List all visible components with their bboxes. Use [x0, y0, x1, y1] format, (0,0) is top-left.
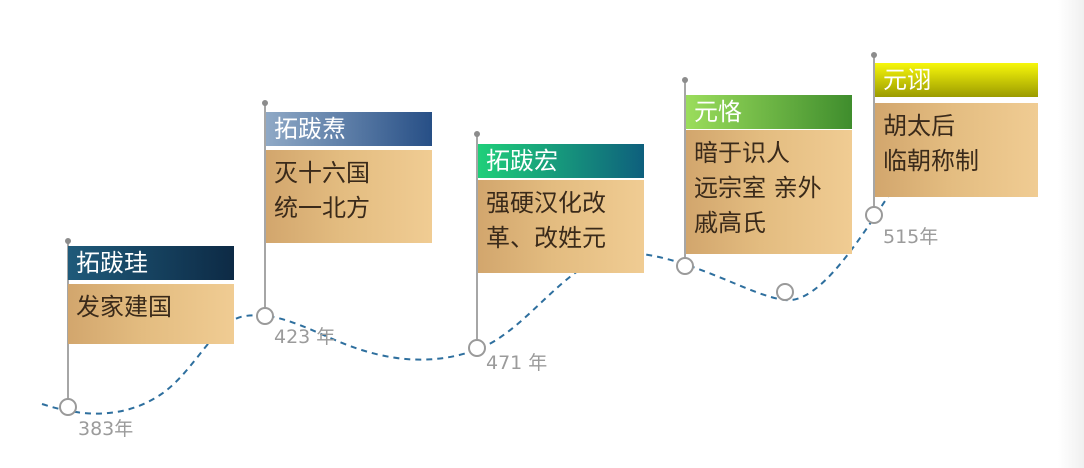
year-node — [676, 257, 694, 275]
flag-pole-tip — [262, 100, 268, 106]
flag-pole-tip — [65, 238, 71, 244]
flag-line: 暗于识人 — [694, 139, 790, 167]
flag-line: 发家建国 — [76, 293, 172, 321]
flag-title: 元诩 — [875, 63, 1038, 97]
right-edge-shade — [1058, 0, 1084, 468]
year-label: 471 年 — [486, 352, 548, 374]
flag-line: 灭十六国 — [274, 159, 370, 187]
curve-node — [776, 283, 794, 301]
flag-pole — [684, 80, 686, 266]
flag-body: 暗于识人 远宗室 亲外 戚高氏 — [686, 130, 852, 254]
flag-pole — [264, 103, 266, 316]
year-label: 423 年 — [274, 326, 336, 348]
flag-line: 革、改姓元 — [486, 224, 606, 252]
year-node — [468, 339, 486, 357]
flag-title: 元恪 — [686, 95, 852, 129]
year-node — [256, 307, 274, 325]
flag-title: 拓跋珪 — [68, 246, 234, 280]
year-node — [59, 398, 77, 416]
flag-body: 胡太后 临朝称制 — [875, 103, 1038, 197]
flag-pole — [873, 55, 875, 215]
flag-line: 胡太后 — [883, 112, 955, 140]
year-label: 383年 — [78, 418, 134, 440]
flag-line: 戚高氏 — [694, 209, 766, 237]
flag-body: 发家建国 — [68, 284, 234, 344]
flag-line: 临朝称制 — [883, 147, 979, 175]
flag-pole-tip — [871, 52, 877, 58]
year-node — [865, 206, 883, 224]
flag-title: 拓跋宏 — [478, 144, 644, 178]
flag-line: 远宗室 亲外 — [694, 174, 822, 202]
flag-pole-tip — [474, 131, 480, 137]
flag-pole-tip — [682, 77, 688, 83]
year-label: 515年 — [883, 226, 939, 248]
flag-title: 拓跋焘 — [266, 112, 432, 146]
flag-pole — [476, 134, 478, 349]
flag-body: 强硬汉化改 革、改姓元 — [478, 180, 644, 273]
flag-body: 灭十六国 统一北方 — [266, 150, 432, 243]
flag-line: 强硬汉化改 — [486, 189, 606, 217]
flag-line: 统一北方 — [274, 194, 370, 222]
